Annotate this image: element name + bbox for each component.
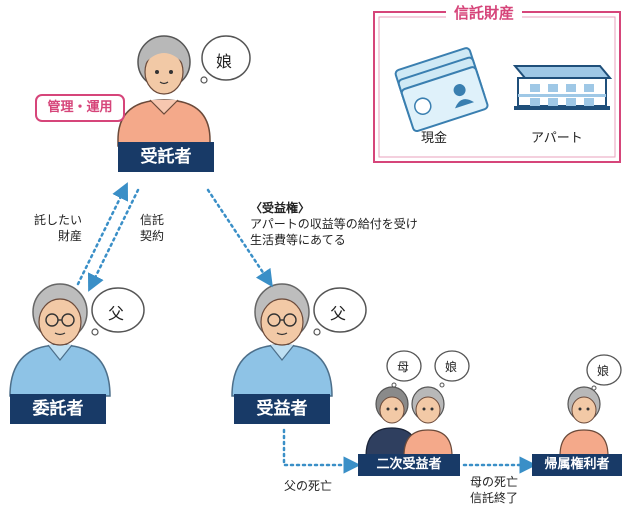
trust-end-line: 信託終了 <box>470 491 519 505</box>
mother-death-text: 母の死亡 信託終了 <box>470 474 518 506</box>
entrust-line1: 託したい <box>34 213 83 227</box>
contract-line1: 信託 <box>140 213 165 227</box>
second-beneficiary-label: 二次受益者 <box>358 454 460 476</box>
residual-bubble-text: 娘 <box>597 364 610 378</box>
beneficiary-person-icon <box>231 283 333 397</box>
beneficial-right-line2: 生活費等にあてる <box>250 233 346 247</box>
daughter-thought-bubble <box>434 350 470 388</box>
settlor-person-icon <box>9 283 111 397</box>
beneficiary-thought-bubble <box>313 287 367 336</box>
residual-holder-person-icon <box>559 386 609 457</box>
daughter-bubble-text: 娘 <box>445 360 458 374</box>
trustee-bubble-text: 娘 <box>216 52 233 71</box>
management-badge: 管理・運用 <box>47 100 113 115</box>
entrust-property-text: 託したい 財産 <box>34 212 82 244</box>
cash-label: 現金 <box>421 131 448 146</box>
beneficial-right-title: 〈受益権〉 <box>250 201 311 215</box>
mother-death-line: 母の死亡 <box>470 475 519 489</box>
residual-holder-label: 帰属権利者 <box>532 454 622 476</box>
contract-line2: 契約 <box>140 229 165 243</box>
beneficial-right-text: 〈受益権〉 アパートの収益等の給付を受け 生活費等にあてる <box>250 200 418 248</box>
mother-thought-bubble <box>386 350 422 388</box>
residual-holder-thought-bubble <box>586 354 622 391</box>
father-death-text: 父の死亡 <box>284 479 333 493</box>
settlor-thought-bubble <box>91 287 145 336</box>
beneficiary-bubble-text: 父 <box>330 304 347 323</box>
arrow-trustee-to-beneficiary <box>206 188 273 288</box>
apartment-label: アパート <box>531 131 583 146</box>
trust-assets-title: 信託財産 <box>446 4 523 22</box>
trustee-label: 受託者 <box>118 142 214 172</box>
daughter-person-icon <box>403 386 453 457</box>
mother-bubble-text: 母 <box>397 360 410 374</box>
apartment-icon <box>512 65 613 110</box>
trustee-thought-bubble <box>200 35 251 84</box>
arrow-trustee-to-settlor <box>87 188 140 292</box>
trust-contract-text: 信託 契約 <box>140 212 164 244</box>
beneficiary-label: 受益者 <box>234 394 330 424</box>
settlor-bubble-text: 父 <box>108 304 125 323</box>
settlor-label: 委託者 <box>10 394 106 424</box>
entrust-line2: 財産 <box>58 229 83 243</box>
arrow-settlor-to-trustee <box>76 182 129 286</box>
arrow-beneficiary-to-second <box>282 428 361 474</box>
management-badge-frame <box>35 94 125 122</box>
cash-icon <box>394 47 489 133</box>
trustee-person-icon <box>117 35 211 147</box>
beneficial-right-line1: アパートの収益等の給付を受け <box>250 217 418 231</box>
